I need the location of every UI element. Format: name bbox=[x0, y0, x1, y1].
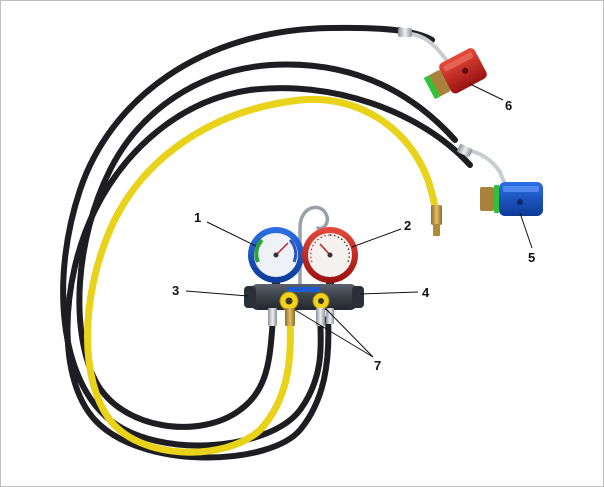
manifold-body bbox=[250, 284, 358, 310]
leader-line-2 bbox=[351, 228, 402, 248]
callout-2: 2 bbox=[404, 218, 411, 233]
callout-7: 7 bbox=[374, 358, 381, 373]
manifold-right-end-cap bbox=[352, 286, 364, 308]
yellow-hose-utility bbox=[84, 95, 441, 456]
callout-3: 3 bbox=[172, 283, 179, 298]
leader-line-3 bbox=[185, 290, 249, 297]
high-side-crimp-ferrule bbox=[398, 28, 412, 37]
leader-line-7b bbox=[325, 308, 374, 358]
yellow-hose-brass-fitting bbox=[431, 205, 442, 225]
low-side-valve-knob bbox=[279, 291, 299, 311]
port-fitting-vacuum bbox=[326, 308, 334, 324]
black-hose-service bbox=[64, 85, 473, 461]
low-side-quick-coupler bbox=[480, 182, 543, 216]
port-fitting-low bbox=[268, 308, 277, 326]
leader-line-7a bbox=[294, 309, 374, 358]
low-side-crimp-ferrule bbox=[457, 144, 473, 157]
leader-line-4 bbox=[359, 291, 419, 295]
manifold-label-strip bbox=[288, 287, 320, 292]
high-side-pressure-gauge bbox=[302, 227, 358, 290]
high-side-quick-coupler bbox=[424, 48, 487, 99]
hanging-hook bbox=[298, 205, 330, 290]
black-hose-high-side bbox=[60, 24, 435, 449]
leader-line-1 bbox=[206, 221, 257, 247]
callout-4: 4 bbox=[422, 285, 430, 300]
low-side-pressure-gauge bbox=[248, 227, 304, 290]
black-hose-low-side bbox=[76, 61, 458, 430]
high-side-bent-tube bbox=[402, 31, 450, 64]
callout-6: 6 bbox=[505, 98, 512, 113]
leader-line-5 bbox=[519, 212, 533, 249]
leader-line-6 bbox=[469, 83, 504, 101]
callout-5: 5 bbox=[528, 250, 535, 265]
yellow-hose-brass-tip bbox=[433, 224, 440, 236]
high-side-valve-knob bbox=[312, 292, 330, 310]
manifold-left-end-cap bbox=[244, 286, 256, 308]
port-fitting-high bbox=[316, 308, 325, 326]
callout-1: 1 bbox=[194, 210, 201, 225]
port-fitting-utility bbox=[285, 308, 295, 326]
